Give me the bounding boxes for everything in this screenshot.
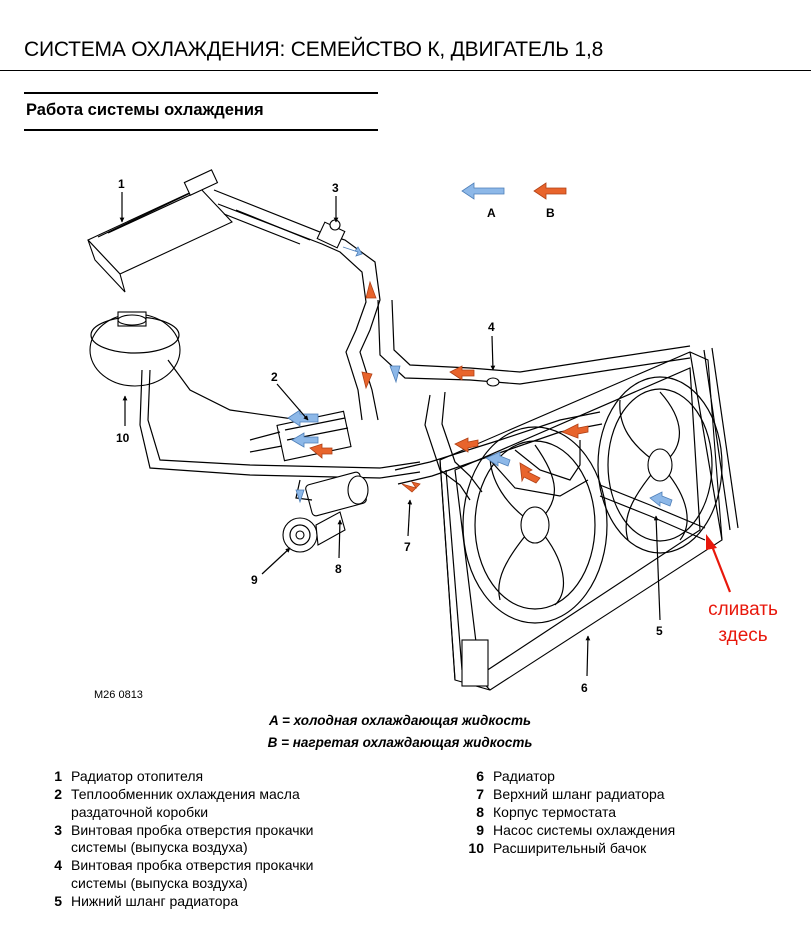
part-number: 6 — [476, 768, 484, 784]
callout-labels: 1 2 3 4 5 6 7 8 9 10 — [116, 177, 663, 695]
part-number: 5 — [54, 892, 62, 909]
part-text: Теплообменник охлаждения масла раздаточн… — [71, 786, 300, 820]
section-divider-bottom — [24, 129, 378, 131]
key-b-label: B — [546, 206, 555, 220]
drain-annotation: сливать здесь — [692, 597, 794, 649]
callout-2: 2 — [271, 370, 278, 384]
section-divider-top — [24, 92, 378, 94]
header-divider — [0, 70, 811, 71]
key-a-label: A — [487, 206, 496, 220]
hot-flow-arrows — [309, 182, 589, 493]
part-text: Насос системы охлаждения — [493, 822, 676, 838]
cooling-system-diagram: A B 1 2 3 4 5 6 7 8 9 10 — [87, 169, 739, 695]
expansion-tank — [89, 311, 421, 479]
legend-cold: A = холодная охлаждающая жидкость — [269, 713, 531, 728]
part-text: Радиатор отопителя — [71, 768, 204, 784]
part-number: 1 — [54, 768, 62, 784]
part-number: 8 — [476, 804, 484, 820]
heater-radiator — [87, 169, 233, 293]
callout-8: 8 — [335, 562, 342, 576]
callout-10: 10 — [116, 431, 130, 445]
callout-1: 1 — [118, 177, 125, 191]
part-number: 9 — [476, 822, 484, 838]
part-text: Верхний шланг радиатора — [493, 786, 665, 802]
part-number: 10 — [468, 840, 484, 856]
heater-pipes — [213, 189, 691, 421]
part-item: 6 Радиатор — [462, 768, 792, 786]
part-item: 3 Винтовая пробка отверстия прокачки сис… — [40, 822, 370, 857]
callout-9: 9 — [251, 573, 258, 587]
callout-7: 7 — [404, 540, 411, 554]
callout-4: 4 — [488, 320, 495, 334]
part-item: 9 Насос системы охлаждения — [462, 822, 792, 840]
callout-3: 3 — [332, 181, 339, 195]
part-number: 4 — [54, 857, 62, 873]
part-number: 3 — [54, 821, 62, 838]
drain-annotation-line2: здесь — [718, 625, 768, 646]
parts-list-left: 1 Радиатор отопителя 2 Теплообменник охл… — [40, 768, 370, 911]
part-item: 2 Теплообменник охлаждения масла раздато… — [40, 786, 370, 821]
part-text: Корпус термостата — [493, 804, 617, 820]
callout-6: 6 — [581, 681, 588, 695]
part-text: Расширительный бачок — [493, 840, 647, 856]
page-title: СИСТЕМА ОХЛАЖДЕНИЯ: СЕМЕЙСТВО К, ДВИГАТЕ… — [24, 38, 604, 61]
part-number: 7 — [476, 786, 484, 802]
part-text: Винтовая пробка отверстия прокачки систе… — [71, 821, 314, 856]
part-item: 10 Расширительный бачок — [462, 840, 792, 858]
part-text: Радиатор — [493, 768, 555, 784]
coolant-pump — [282, 511, 346, 553]
drain-annotation-line1: сливать — [708, 599, 778, 620]
callout-5: 5 — [656, 624, 663, 638]
part-item: 7 Верхний шланг радиатора — [462, 786, 792, 804]
part-text: Нижний шланг радиатора — [71, 892, 239, 909]
thermostat-housing — [295, 471, 369, 517]
drain-point-arrow — [706, 534, 732, 593]
fan-right — [597, 376, 723, 554]
cold-flow-arrows — [287, 182, 673, 507]
part-item: 4 Винтовая пробка отверстия прокачки сис… — [40, 857, 370, 892]
parts-list-right: 6 Радиатор 7 Верхний шланг радиатора 8 К… — [462, 768, 792, 858]
part-text: Винтовая пробка отверстия прокачки систе… — [71, 857, 314, 891]
part-item: 5 Нижний шланг радиатора — [40, 893, 370, 911]
part-item: 1 Радиатор отопителя — [40, 768, 370, 786]
figure-id: M26 0813 — [94, 689, 143, 701]
section-title: Работа системы охлаждения — [26, 101, 264, 119]
part-number: 2 — [54, 786, 62, 802]
fan-left — [462, 426, 608, 624]
legend-hot: B = нагретая охлаждающая жидкость — [267, 735, 533, 750]
callout-leaders — [119, 192, 661, 677]
part-item: 8 Корпус термостата — [462, 804, 792, 822]
